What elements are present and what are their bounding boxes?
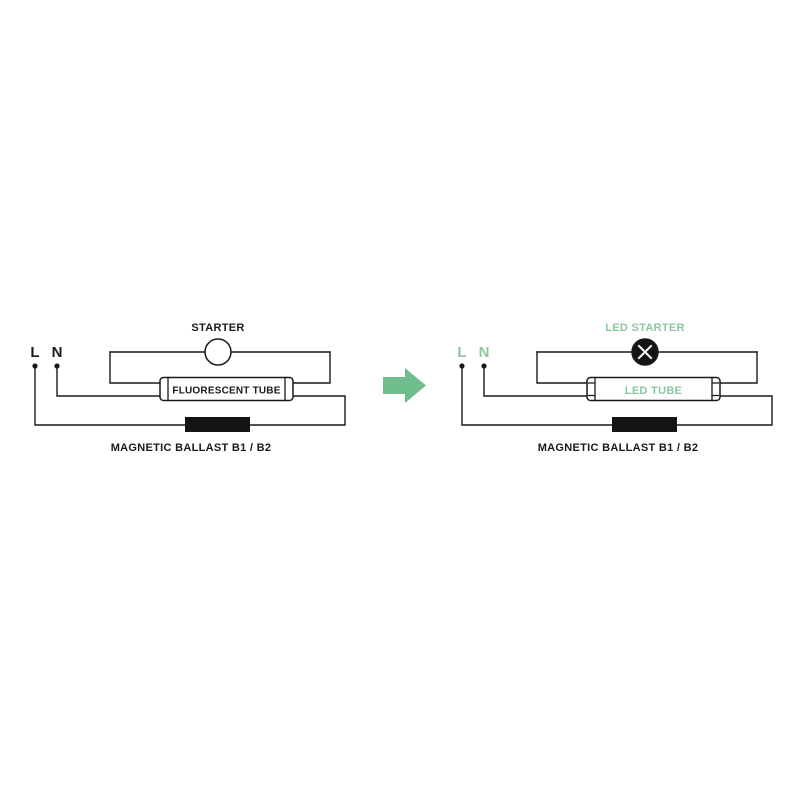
led-live-terminal-dot — [459, 363, 465, 369]
neutral-terminal-label: N — [52, 344, 63, 361]
ballast-label: MAGNETIC BALLAST B1 / B2 — [111, 442, 272, 454]
led-tube-label: LED TUBE — [625, 385, 682, 397]
fluorescent-circuit: STARTER L N FLUORESCENT TUBE MAGNETIC BA… — [30, 322, 346, 454]
starter-label: STARTER — [191, 322, 244, 334]
led-live-wire — [461, 365, 613, 426]
led-neutral-terminal-label: N — [479, 344, 490, 361]
led-neutral-wire — [483, 365, 588, 397]
led-live-terminal-label: L — [457, 344, 466, 361]
fluorescent-tube-label: FLUORESCENT TUBE — [172, 386, 280, 397]
led-starter-right-drop-wire — [719, 351, 758, 384]
live-terminal-dot — [32, 363, 38, 369]
neutral-terminal-dot — [54, 363, 60, 369]
ballast-box — [185, 417, 250, 432]
starter-right-drop-wire — [292, 351, 331, 384]
starter-left-drop-wire — [109, 351, 161, 384]
led-tube-body — [586, 376, 721, 402]
neutral-wire — [56, 365, 161, 397]
led-starter-left-drop-wire — [536, 351, 588, 384]
starter-icon — [204, 338, 232, 366]
led-ballast-box — [612, 417, 677, 432]
led-starter-x-mark — [637, 344, 653, 360]
conversion-arrow-icon — [383, 368, 426, 403]
live-wire — [34, 365, 186, 426]
fluorescent-tube-body — [159, 376, 294, 402]
ballast-to-tube-wire — [249, 395, 346, 426]
led-ballast-label: MAGNETIC BALLAST B1 / B2 — [538, 442, 699, 454]
led-neutral-terminal-dot — [481, 363, 487, 369]
led-starter-label: LED STARTER — [605, 322, 684, 334]
led-tube-pin-lines — [587, 382, 720, 397]
led-circuit: LED STARTER L N LED TUBE MAGNETIC BALLAS… — [457, 322, 773, 454]
live-terminal-label: L — [30, 344, 39, 361]
led-ballast-to-tube-wire — [676, 395, 773, 426]
